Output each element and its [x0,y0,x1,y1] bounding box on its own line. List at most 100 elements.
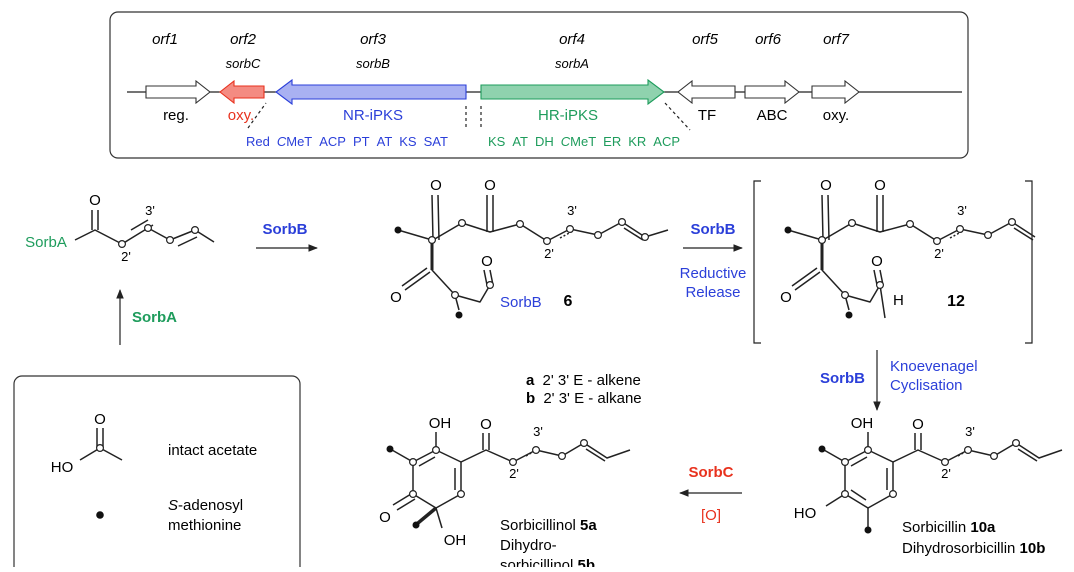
atom-label-ho: HO [51,459,74,476]
atom-label-oh: OH [444,532,467,549]
sam-methyl-dot [784,226,792,234]
product-10-name-2: Dihydrosorbicillin 10b [902,540,1045,557]
domain-label-sat: SAT [424,134,448,149]
atom-label-o: O [379,509,391,526]
sam-legend-line2: methionine [168,517,241,534]
sam-methyl-dot [818,445,826,453]
position-2-label: 2' [121,249,131,264]
domain-label-pt: PT [353,134,370,149]
orf5-arrow [677,79,736,105]
sorbA-bound-label: SorbA [25,234,67,251]
domain-expansion-lines [247,102,691,131]
atom-label-o: O [874,177,886,194]
position-3-label: 3' [957,203,967,218]
domain-label-acp: ACP [653,134,680,149]
gene-cluster-panel: orf1 orf2 orf3 orf4 orf5 orf6 orf7 sorbC… [109,11,969,159]
orf3-nr-ipks-arrow [275,78,467,106]
orf-label-nr-ipks: NR-iPKS [343,107,403,124]
atom-label-oh: OH [429,415,452,432]
position-3-label: 3' [533,424,543,439]
atom-label-ho: HO [794,505,817,522]
position-3-label: 3' [145,203,155,218]
variant-b-letter: b [526,390,535,407]
product-10-number-a: 10a [970,519,996,536]
product-5-line2: Dihydro- [500,537,557,554]
domain-label-red: Red [246,134,270,149]
orf-name: orf5 [692,31,719,48]
domain-label-ks: KS [399,134,417,149]
knoevenagel-note: Cyclisation [890,377,963,394]
compound-10-atom-circles [840,439,1020,499]
legend-frame [13,375,301,572]
product-10-number-b: 10b [1020,540,1046,557]
orf-name: orf2 [230,31,257,48]
domain-label-cmet: CMeT [277,134,312,149]
orf-label-hr-ipks: HR-iPKS [538,107,598,124]
sam-legend-rest: -adenosyl [178,497,243,514]
position-3-label: 3' [567,203,577,218]
orf-label: reg. [163,107,189,124]
domain-label-dh: DH [535,134,554,149]
domain-label-ks: KS [488,134,506,149]
variant-a: a 2' 3' E - alkene [526,372,641,389]
compound-12-atom-circles [817,218,1016,300]
gene-name-sorbC: sorbC [226,56,261,71]
orf-name: orf7 [823,31,850,48]
product-5-number-a: 5a [580,517,597,534]
sorbB-thioester-label: SorbB [500,294,542,311]
acetate-legend-label: intact acetate [168,442,257,459]
atom-label-oh: OH [851,415,874,432]
atom-label-o: O [89,192,101,209]
orf-label: ABC [757,107,788,124]
atom-label-o: O [481,253,493,270]
legend-panel: O HO intact acetate S-adenosyl methionin… [13,375,301,572]
variant-a-text: 2' 3' E - alkene [543,372,641,389]
reductive-release-note: Reductive [680,265,747,282]
orf-label-sorbC: oxy. [228,107,254,124]
orf-name: orf4 [559,31,585,48]
position-2-label: 2' [509,466,519,481]
variant-b: b 2' 3' E - alkane [526,390,642,407]
variant-a-letter: a [526,372,535,389]
product-10-line2: Dihydrosorbicillin [902,540,1015,557]
enzyme-sorbC-label: SorbC [689,464,734,481]
orf-name: orf1 [152,31,178,48]
oxidation-note: [O] [701,507,721,524]
compound-6-atom-circles [428,218,649,300]
domain-label-acp: ACP [319,134,346,149]
sam-methyl-dot [394,226,402,234]
position-2-label: 2' [544,246,554,261]
domain-label-at: AT [377,134,393,149]
orf-label: TF [698,107,716,124]
orf6-arrow [744,79,800,105]
product-10-name-1: Sorbicillin 10a [902,519,996,536]
position-2-label: 2' [941,466,951,481]
atom-label-o: O [912,416,924,433]
orf7-arrow [811,79,860,105]
product-10-line1: Sorbicillin [902,519,966,536]
atom-label-o: O [820,177,832,194]
product-5-line1: Sorbicillinol [500,517,576,534]
orf4-hr-ipks-arrow [480,78,665,106]
atom-label-o: O [390,289,402,306]
orf1-arrow [145,79,211,105]
nr-ipks-domain-row: Red CMeT ACP PT AT KS SAT [246,134,448,149]
position-2-label: 2' [934,246,944,261]
product-5-number-b: 5b [578,557,596,567]
acetate-carbon-circle [95,444,104,453]
position-3-label: 3' [965,424,975,439]
sam-methyl-dot [412,521,420,529]
orf-label: oxy. [823,107,849,124]
compound-12-brackets [753,180,1033,344]
domain-label-kr: KR [628,134,646,149]
atom-label-o: O [484,177,496,194]
atom-label-o: O [480,416,492,433]
orf-name: orf6 [755,31,782,48]
reductive-release-note: Release [685,284,740,301]
sam-legend-line1: S-adenosyl [168,497,243,514]
product-5-name-1: Sorbicillinol 5a [500,517,597,534]
atom-label-o: O [780,289,792,306]
